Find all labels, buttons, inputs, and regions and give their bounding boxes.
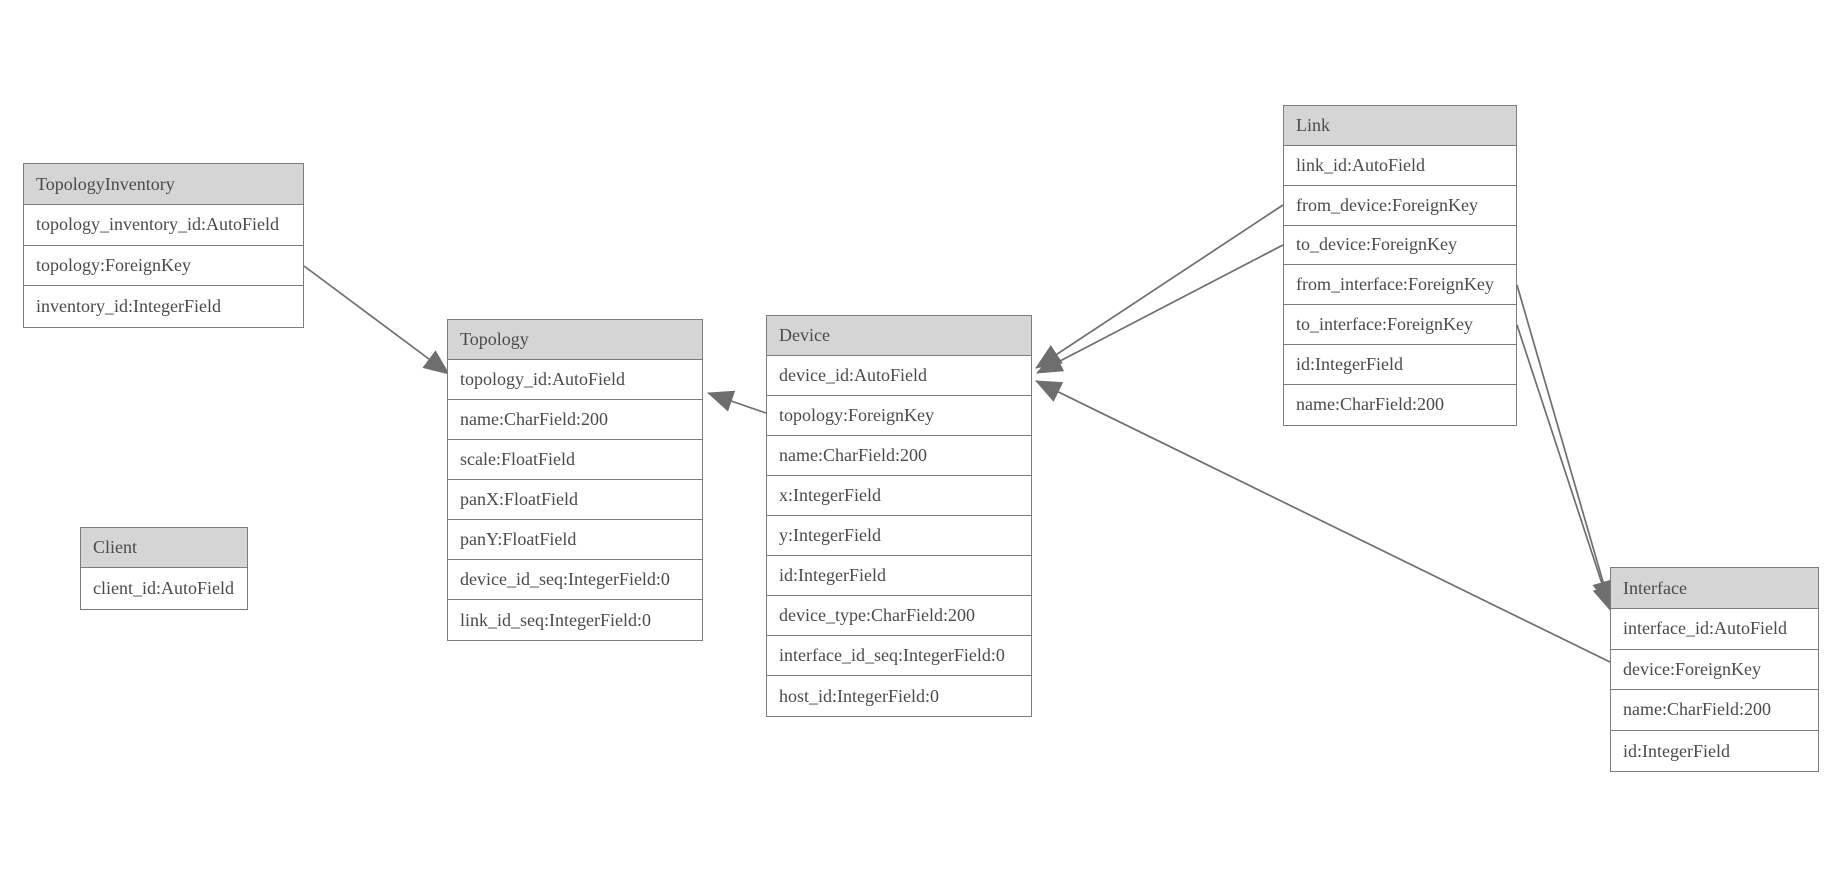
field-row: id:IntegerField: [767, 556, 1031, 596]
field-row: id:IntegerField: [1611, 730, 1818, 772]
field-row: name:CharField:200: [1611, 690, 1818, 731]
edge-device-topology: [707, 390, 767, 414]
field-row: x:IntegerField: [767, 476, 1031, 516]
field-row: topology:ForeignKey: [24, 245, 303, 286]
entity-title: Topology: [448, 320, 702, 360]
field-row: scale:FloatField: [448, 440, 702, 480]
field-row: device:ForeignKey: [1611, 649, 1818, 691]
edge-topologyinventory-topology: [303, 265, 450, 375]
field-row: link_id:AutoField: [1284, 146, 1516, 186]
field-row: client_id:AutoField: [81, 568, 247, 609]
edge-link-from-interface-interface: [1516, 284, 1614, 607]
entity-title: Device: [767, 316, 1031, 356]
edge-link-to-device-device: [1036, 244, 1284, 374]
field-row: device_id_seq:IntegerField:0: [448, 560, 702, 600]
field-row: y:IntegerField: [767, 516, 1031, 556]
entity-title: Link: [1284, 106, 1516, 146]
edge-link-to-interface-interface: [1516, 324, 1614, 612]
entity-title: Client: [81, 528, 247, 568]
field-row: interface_id_seq:IntegerField:0: [767, 636, 1031, 676]
field-row: inventory_id:IntegerField: [24, 286, 303, 327]
field-row: topology_id:AutoField: [448, 360, 702, 400]
field-row: from_interface:ForeignKey: [1284, 265, 1516, 306]
field-row: panX:FloatField: [448, 480, 702, 520]
field-row: to_device:ForeignKey: [1284, 225, 1516, 266]
field-row: topology:ForeignKey: [767, 396, 1031, 436]
entity-title: TopologyInventory: [24, 164, 303, 205]
field-row: host_id:IntegerField:0: [767, 676, 1031, 716]
edge-link-from-device-device: [1035, 204, 1284, 369]
field-row: device_type:CharField:200: [767, 596, 1031, 636]
entity-title: Interface: [1611, 568, 1818, 609]
field-row: panY:FloatField: [448, 520, 702, 560]
field-row: from_device:ForeignKey: [1284, 185, 1516, 226]
field-row: id:IntegerField: [1284, 344, 1516, 385]
field-row: link_id_seq:IntegerField:0: [448, 600, 702, 640]
field-row: topology_inventory_id:AutoField: [24, 205, 303, 246]
field-row: to_interface:ForeignKey: [1284, 305, 1516, 345]
field-row: device_id:AutoField: [767, 356, 1031, 396]
field-row: name:CharField:200: [448, 400, 702, 440]
field-row: name:CharField:200: [767, 436, 1031, 476]
field-row: name:CharField:200: [1284, 384, 1516, 425]
field-row: interface_id:AutoField: [1611, 609, 1818, 650]
